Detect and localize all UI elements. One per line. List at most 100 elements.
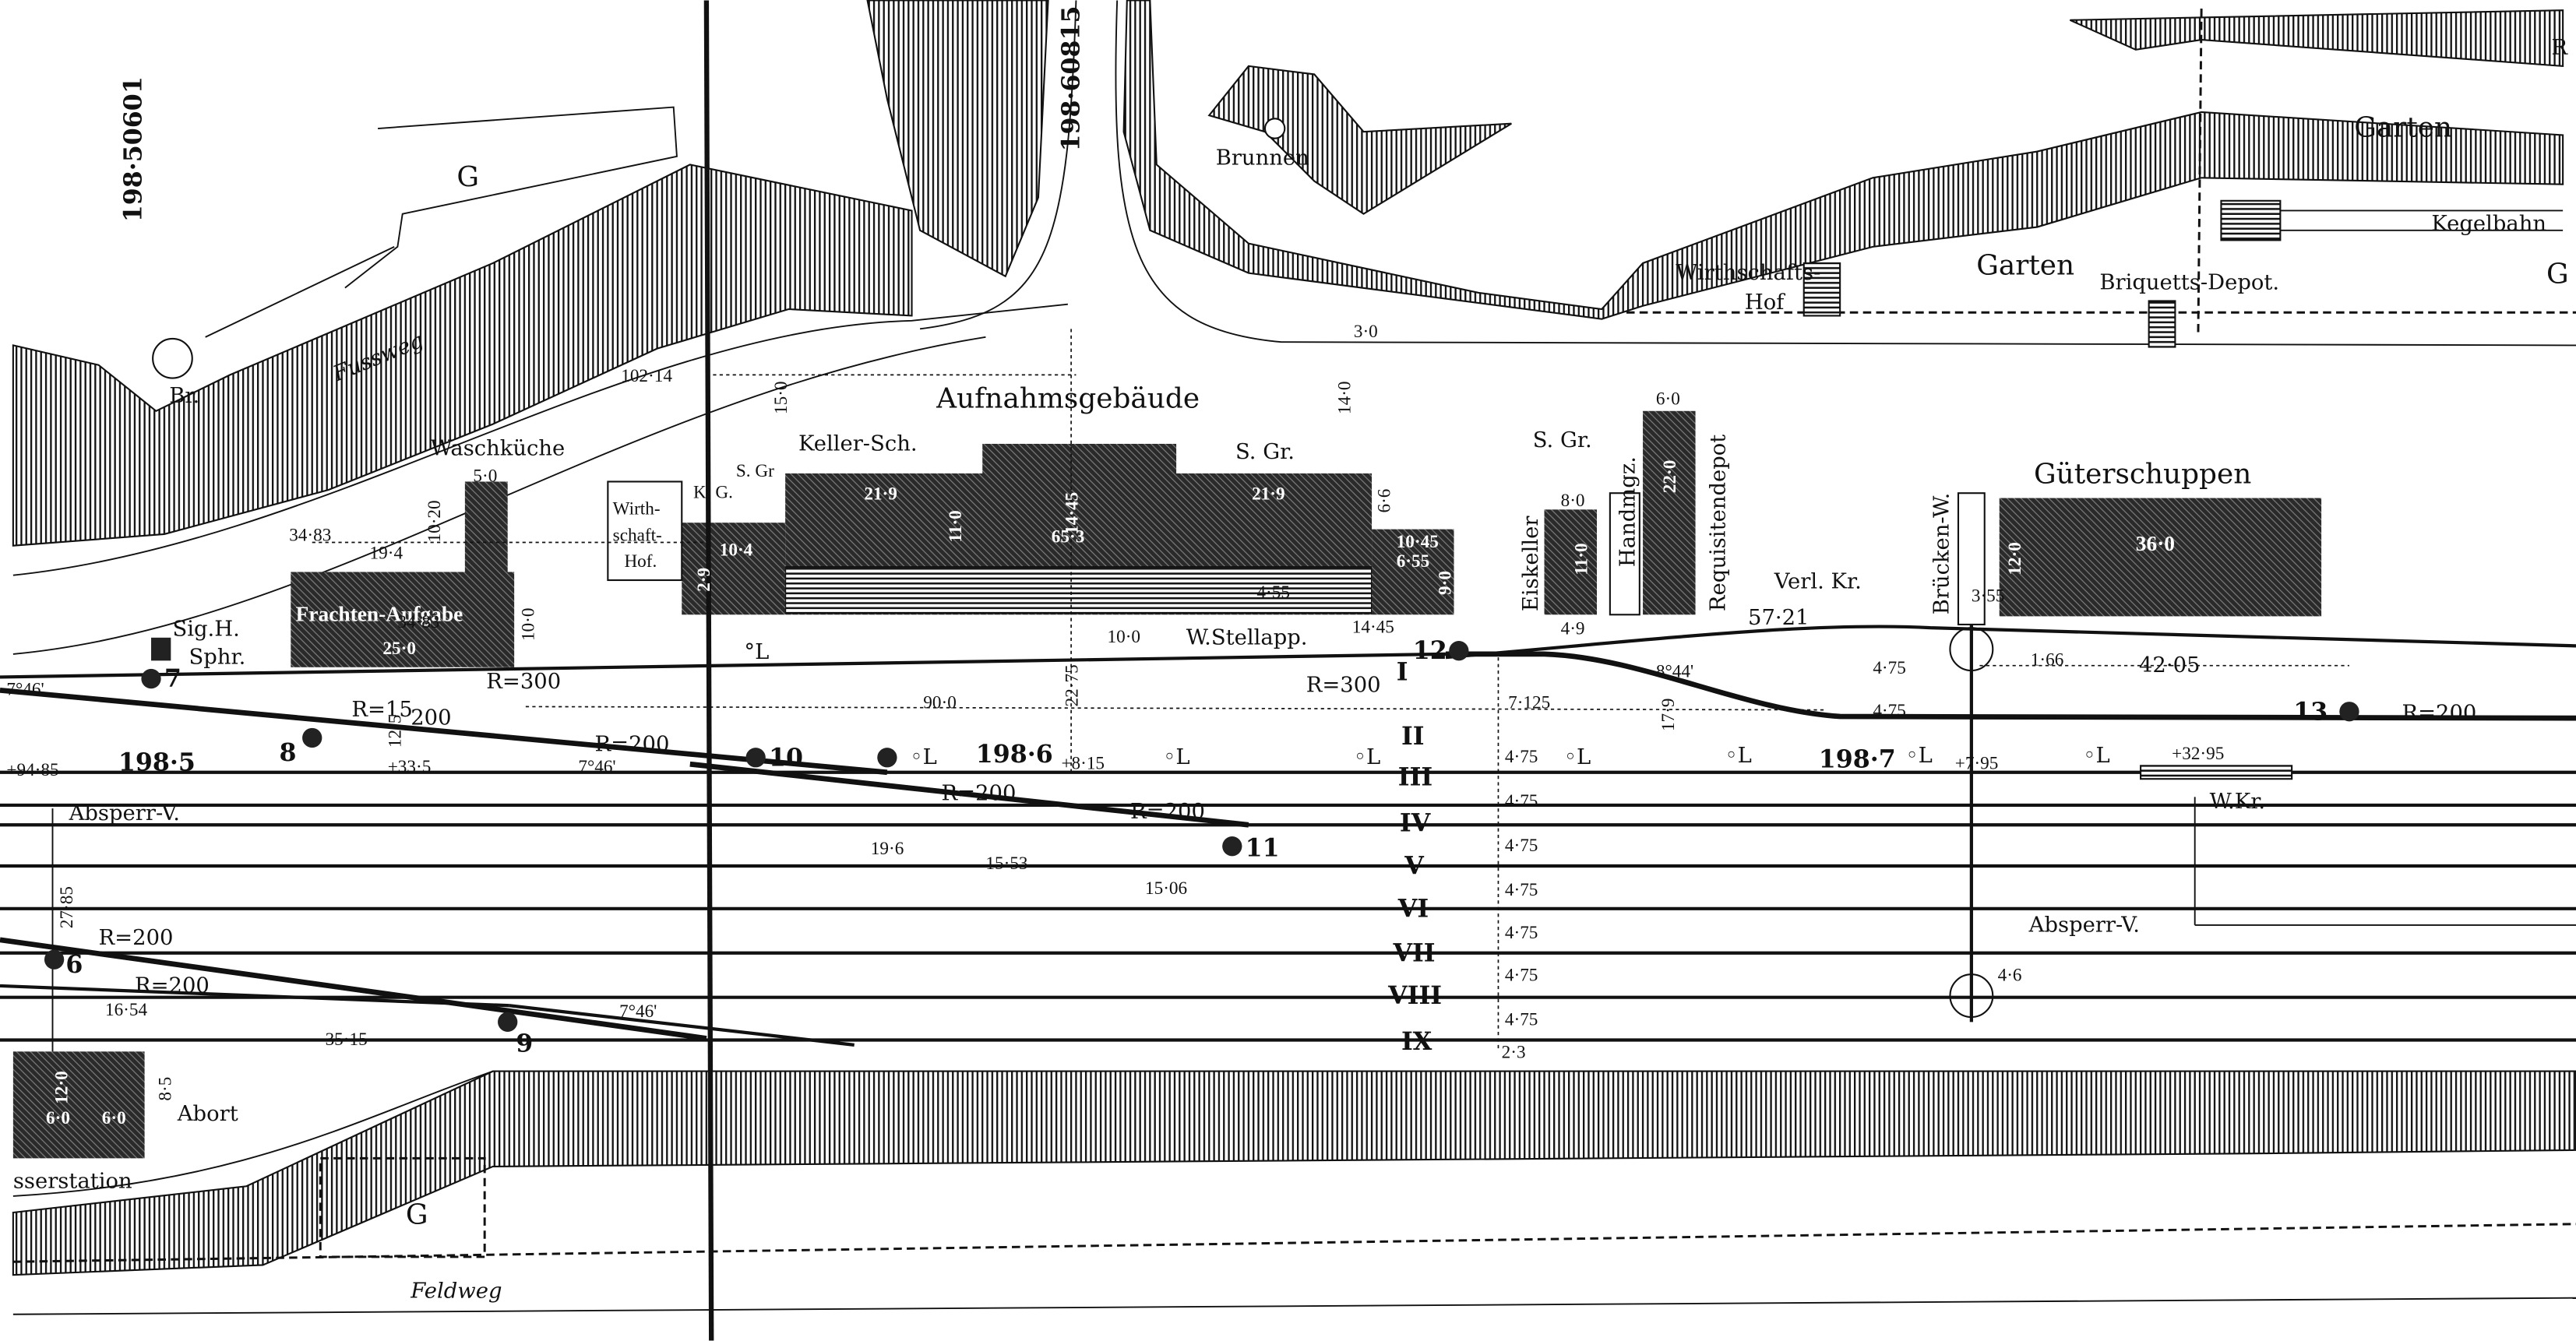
- dim-label: 6·55: [1397, 551, 1430, 572]
- track-spacing-label: 4·75: [1873, 701, 1906, 721]
- handmgz-label: Handmgz.: [1616, 456, 1640, 567]
- water-crane-label: W.Kr.: [2210, 790, 2265, 814]
- chainage-km: 198·5: [118, 748, 196, 777]
- dim-label: 3·0: [1354, 322, 1378, 342]
- coordinate-left: 198·50601: [118, 76, 147, 222]
- track-diag-10: [689, 761, 1249, 828]
- road-right: [1115, 0, 2576, 347]
- lamp-label: ◦L: [1564, 745, 1591, 769]
- dim-label: 21·9: [1252, 484, 1285, 505]
- angle-label: 7°46': [619, 1001, 657, 1022]
- dim-label: 90·0: [923, 693, 957, 713]
- sgr-label-1: S. Gr: [736, 461, 774, 481]
- main-building-east: [1372, 529, 1454, 615]
- toilet-label: Abort: [177, 1102, 238, 1126]
- radius-label: R=15: [351, 698, 412, 722]
- dim-label: 10·4: [720, 540, 753, 560]
- signal-box-label: W.Stellapp.: [1186, 625, 1308, 649]
- dim-label: 4·6: [1998, 966, 2022, 986]
- track-number: VI: [1397, 894, 1429, 923]
- track-spacing-label: 4·75: [1505, 880, 1538, 900]
- path: [205, 246, 395, 338]
- radius-label: R=200: [1130, 800, 1205, 824]
- bridge-label: Br.: [169, 384, 199, 408]
- angle-label: 8°44': [1656, 661, 1693, 681]
- area-g-1: G: [456, 161, 479, 193]
- shutoff-label-1: Absperr-V.: [69, 801, 180, 825]
- bridge-scale: [1957, 492, 1986, 626]
- dim-label: 19·4: [370, 544, 403, 564]
- dim-label: 19·6: [871, 839, 904, 859]
- switch-number: 6: [65, 950, 83, 979]
- dim-label: 1·66: [2031, 650, 2064, 670]
- dim-label: 10·0: [518, 608, 538, 642]
- dim-label: 4·9: [1561, 619, 1585, 639]
- ice-cellar-building: [1544, 509, 1598, 615]
- dim-label: 5·0: [473, 466, 497, 486]
- track-spacing-label: 4·75: [1505, 966, 1538, 986]
- sheet-fold-line: [703, 0, 714, 1341]
- embankment-lower: [12, 1070, 2576, 1276]
- switch-number: 11: [1246, 833, 1280, 862]
- embankment-lower-edge: [12, 1070, 494, 1197]
- briquette-building: [2148, 300, 2176, 348]
- embankments: [12, 0, 2576, 1276]
- props-depot-label: Requisitendepot: [1707, 435, 1731, 611]
- dim-label: 12·0: [51, 1071, 72, 1104]
- area-g-lower: [319, 1156, 486, 1258]
- farm-yard-2-label-1: Wirthschafts-: [1676, 261, 1820, 285]
- track-diag-9b: [509, 1004, 855, 1047]
- switch-number: 8: [280, 738, 297, 767]
- laundry-label: Waschküche: [431, 437, 566, 461]
- switch-number: 10: [769, 743, 803, 772]
- switch-12-icon: [1449, 641, 1469, 661]
- dim-label: 15·0: [771, 381, 791, 414]
- dim-label: 12·0: [2005, 542, 2025, 575]
- chainage-label: +33·5: [388, 757, 432, 777]
- road-left: [919, 0, 1077, 330]
- radius-label: R=300: [1306, 673, 1381, 697]
- dim-label: 65·3: [1052, 526, 1085, 547]
- farm-yard-label-3: Hof.: [624, 551, 657, 572]
- dim-label: 3·55: [1972, 586, 2005, 606]
- dim-label: 42·05: [2139, 653, 2200, 678]
- dim-label: 2·3: [1502, 1043, 1526, 1063]
- field-path-line: [12, 1223, 2576, 1263]
- freight-office-building: [291, 572, 515, 667]
- chainage-km: 198·7: [1819, 744, 1896, 773]
- garden-label-2: Garten: [1976, 250, 2074, 282]
- dim-label: 6·0: [46, 1108, 70, 1128]
- chainage-label: +7·95: [1955, 754, 1999, 774]
- dim-label: 15·06: [1145, 878, 1187, 899]
- labels: 198·50601 198·60815 Aufnahmsgebäude Kell…: [6, 5, 2568, 1303]
- radius-label: R=200: [594, 732, 669, 756]
- main-building-label: Aufnahmsgebäude: [936, 383, 1200, 415]
- dim-label: 36·0: [2136, 532, 2175, 555]
- switch-6-icon: [44, 949, 65, 970]
- area-r: R: [2551, 36, 2568, 60]
- turntable-bottom: [1949, 973, 1994, 1019]
- ice-cellar-label: Eiskeller: [1519, 516, 1543, 611]
- water-station-label: sserstation: [13, 1169, 132, 1193]
- briquette-depot-label: Briquetts-Depot.: [2099, 271, 2279, 295]
- dim-label: 21·9: [864, 484, 897, 505]
- embankment-top-right: [2069, 9, 2564, 68]
- radius-label: R=200: [135, 973, 210, 998]
- dim-label: 25·0: [382, 639, 416, 659]
- switch-number: 7: [164, 664, 181, 693]
- track-spacing-label: 4·75: [1505, 791, 1538, 811]
- track-12-branch: [1445, 625, 2576, 660]
- main-building-center: [982, 443, 1177, 477]
- track-spacing-label: 4·75: [1505, 1010, 1538, 1030]
- track-main-left: [0, 652, 1447, 679]
- dim-label: 2·9: [694, 568, 714, 592]
- handmgz-building: [1609, 492, 1640, 616]
- lamp-label: ◦L: [1163, 745, 1189, 769]
- track-number: IX: [1401, 1027, 1432, 1056]
- area-g-outline: [344, 106, 678, 289]
- track-number: III: [1398, 763, 1432, 792]
- main-building-platform-roof: [784, 566, 1373, 614]
- lamp-label: ◦L: [910, 745, 936, 769]
- fence-v: [2197, 9, 2203, 337]
